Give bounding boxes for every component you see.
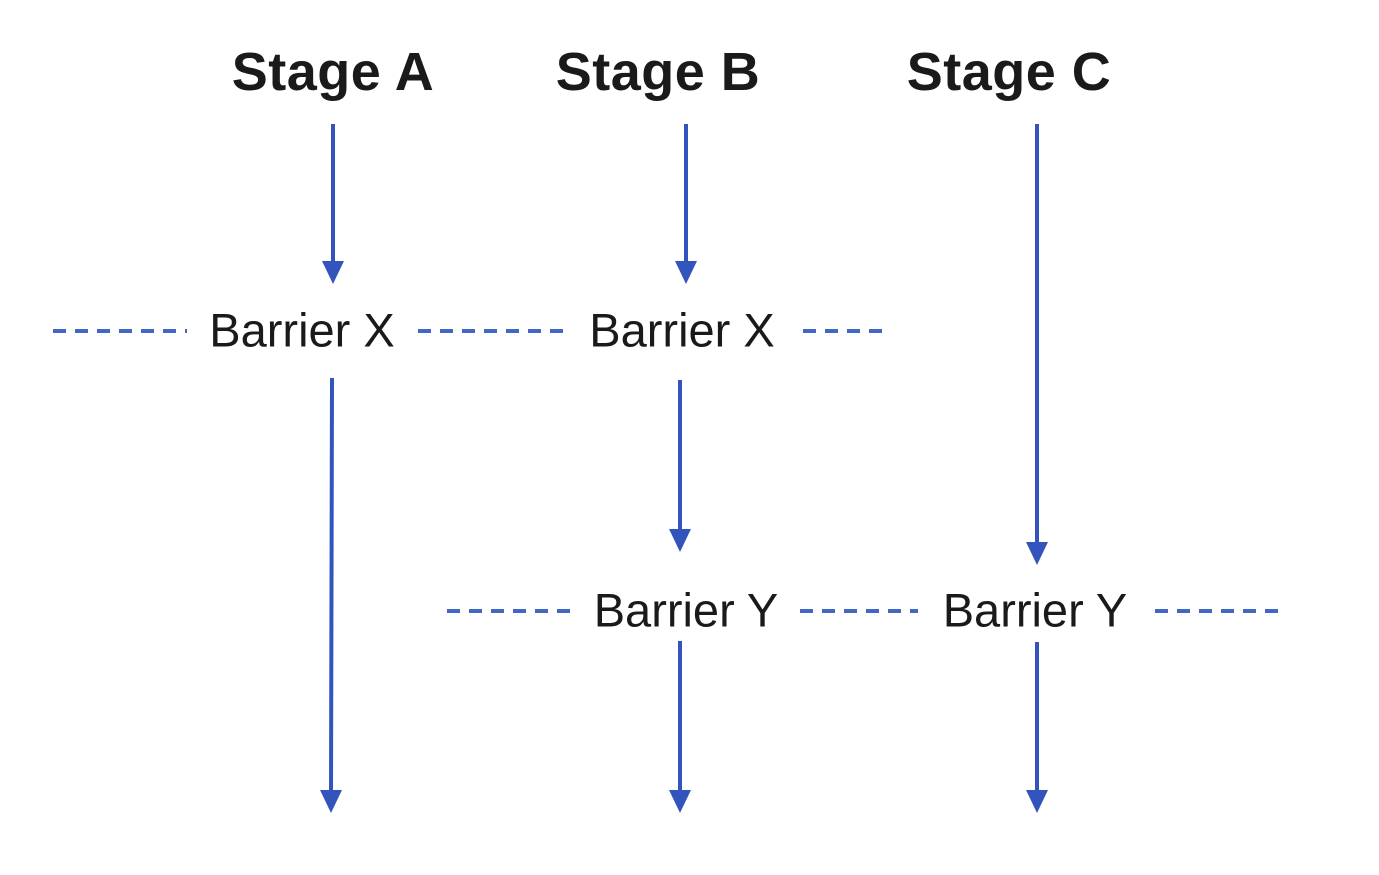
barrier-y-label-stage-b: Barrier Y xyxy=(593,583,779,637)
stage-c-arrowhead-lower-icon xyxy=(1026,790,1048,813)
stage-a-lane xyxy=(320,124,344,813)
stage-a-label: Stage A xyxy=(231,42,435,102)
stage-b-arrowhead-upper-icon xyxy=(675,261,697,284)
stage-a-arrow-lower xyxy=(329,377,334,796)
stage-b-arrowhead-middle-icon xyxy=(669,529,691,552)
stage-b-lane xyxy=(669,124,697,813)
barrier-x-label-stage-b: Barrier X xyxy=(589,303,775,357)
stage-b-arrowhead-lower-icon xyxy=(669,790,691,813)
stage-c-label: Stage C xyxy=(906,42,1112,102)
stage-b-label: Stage B xyxy=(555,42,761,102)
stage-c-lane xyxy=(1026,124,1048,813)
stage-c-arrowhead-upper-icon xyxy=(1026,542,1048,565)
stage-a-arrowhead-upper-icon xyxy=(322,261,344,284)
barrier-x-label-stage-a: Barrier X xyxy=(209,303,395,357)
stage-a-arrowhead-lower-icon xyxy=(320,790,342,813)
barrier-y-label-stage-c: Barrier Y xyxy=(942,583,1128,637)
